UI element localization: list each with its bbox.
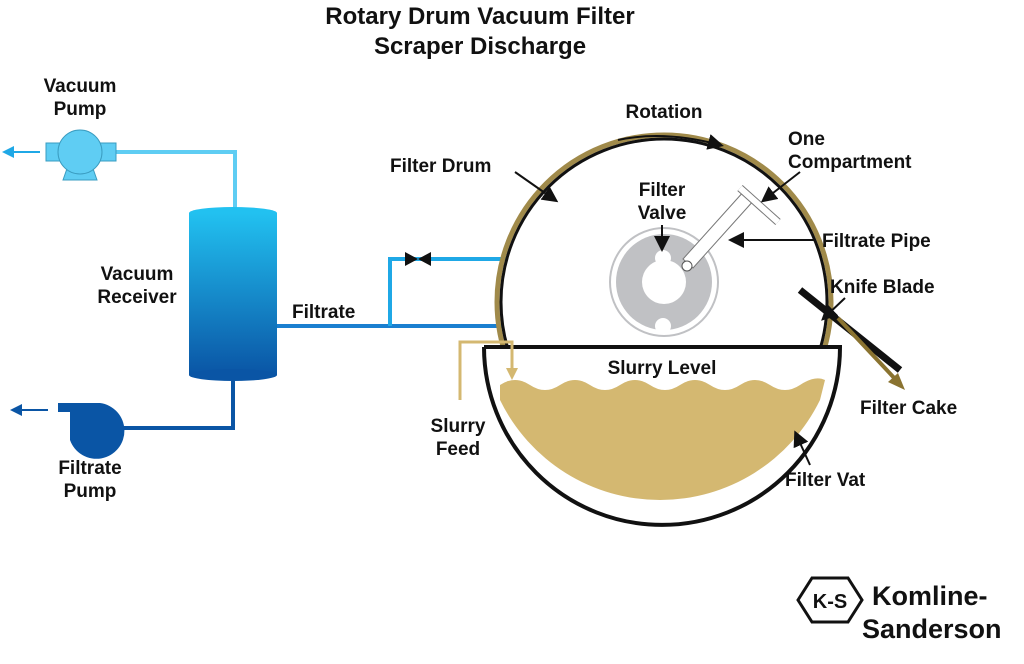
- title-line2: Scraper Discharge: [374, 33, 586, 60]
- knife-blade-label: Knife Blade: [830, 277, 935, 298]
- vacuum-pump-label-1: Vacuum: [44, 76, 117, 97]
- arrow-icon: [2, 146, 14, 158]
- rotation-label: Rotation: [625, 102, 702, 123]
- vacuum-pump-icon: [45, 129, 117, 181]
- filter-valve-label-1: Filter: [639, 180, 686, 201]
- vacuum-pump-label-2: Pump: [54, 99, 107, 120]
- vacuum-line: [115, 150, 237, 212]
- filtrate-pump-line: [90, 381, 235, 430]
- logo-mark: K-S: [813, 591, 847, 613]
- slurry: [500, 378, 825, 500]
- filter-cake-arrow: [836, 316, 900, 384]
- title-line1: Rotary Drum Vacuum Filter: [325, 3, 634, 30]
- filter-vat: [482, 345, 843, 527]
- arrow-icon: [10, 404, 22, 416]
- valve-icon: [405, 252, 431, 266]
- one-compartment-label-2: Compartment: [788, 152, 912, 173]
- filter-cake-label: Filter Cake: [860, 398, 957, 419]
- vacuum-receiver-tank: [189, 207, 277, 381]
- vacuum-receiver-label-2: Receiver: [97, 287, 177, 308]
- filter-vat-label: Filter Vat: [785, 470, 866, 491]
- one-compartment-label-1: One: [788, 129, 825, 150]
- filtrate-pump-icon: [58, 403, 125, 459]
- logo-name-1: Komline-: [872, 581, 988, 611]
- vacuum-receiver-label-1: Vacuum: [101, 264, 174, 285]
- slurry-feed-label-1: Slurry: [431, 416, 486, 437]
- filtrate-pump-label-1: Filtrate: [58, 458, 121, 479]
- komline-sanderson-logo: K-S Komline- Sanderson: [796, 576, 1002, 644]
- filtrate-label: Filtrate: [292, 302, 355, 323]
- logo-name-2: Sanderson: [862, 614, 1002, 644]
- slurry-feed-label-2: Feed: [436, 439, 480, 460]
- rotation-arrow-icon: [617, 134, 724, 150]
- slurry-level-label: Slurry Level: [608, 358, 717, 379]
- filtrate-pipe-label: Filtrate Pipe: [822, 231, 931, 252]
- filter-valve-label-2: Valve: [638, 203, 687, 224]
- filtrate-pump-label-2: Pump: [64, 481, 117, 502]
- filter-drum-label: Filter Drum: [390, 156, 491, 177]
- slurry-feed-line: [458, 340, 514, 400]
